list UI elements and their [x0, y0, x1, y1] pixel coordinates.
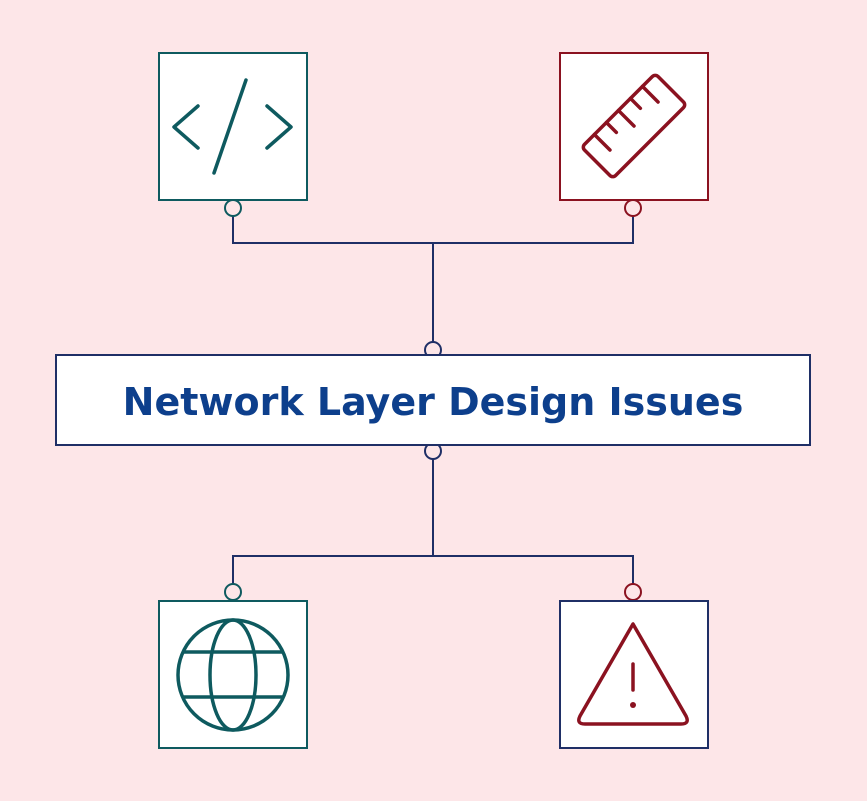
connectors — [232, 216, 634, 584]
node-warning — [559, 583, 709, 749]
title-box — [55, 354, 811, 446]
node-globe-box — [158, 600, 308, 749]
node-warning-port — [624, 583, 642, 601]
connector-title-to-warning — [433, 555, 634, 584]
connector-ruler-to-title — [433, 216, 634, 244]
node-code-port — [224, 199, 242, 217]
node-ruler — [559, 52, 709, 217]
node-ruler-port — [624, 199, 642, 217]
node-globe — [158, 583, 308, 749]
globe-icon — [176, 618, 290, 732]
node-globe-port — [224, 583, 242, 601]
connector-code-to-title — [232, 216, 434, 343]
warning-icon — [577, 622, 689, 726]
node-code-box — [158, 52, 308, 201]
diagram-title: Network Layer Design Issues — [123, 380, 744, 424]
code-icon — [172, 78, 293, 175]
title-node: Network Layer Design Issues — [55, 341, 811, 460]
ruler-icon — [581, 73, 687, 179]
connector-title-to-globe — [232, 458, 434, 584]
node-code — [158, 52, 308, 217]
